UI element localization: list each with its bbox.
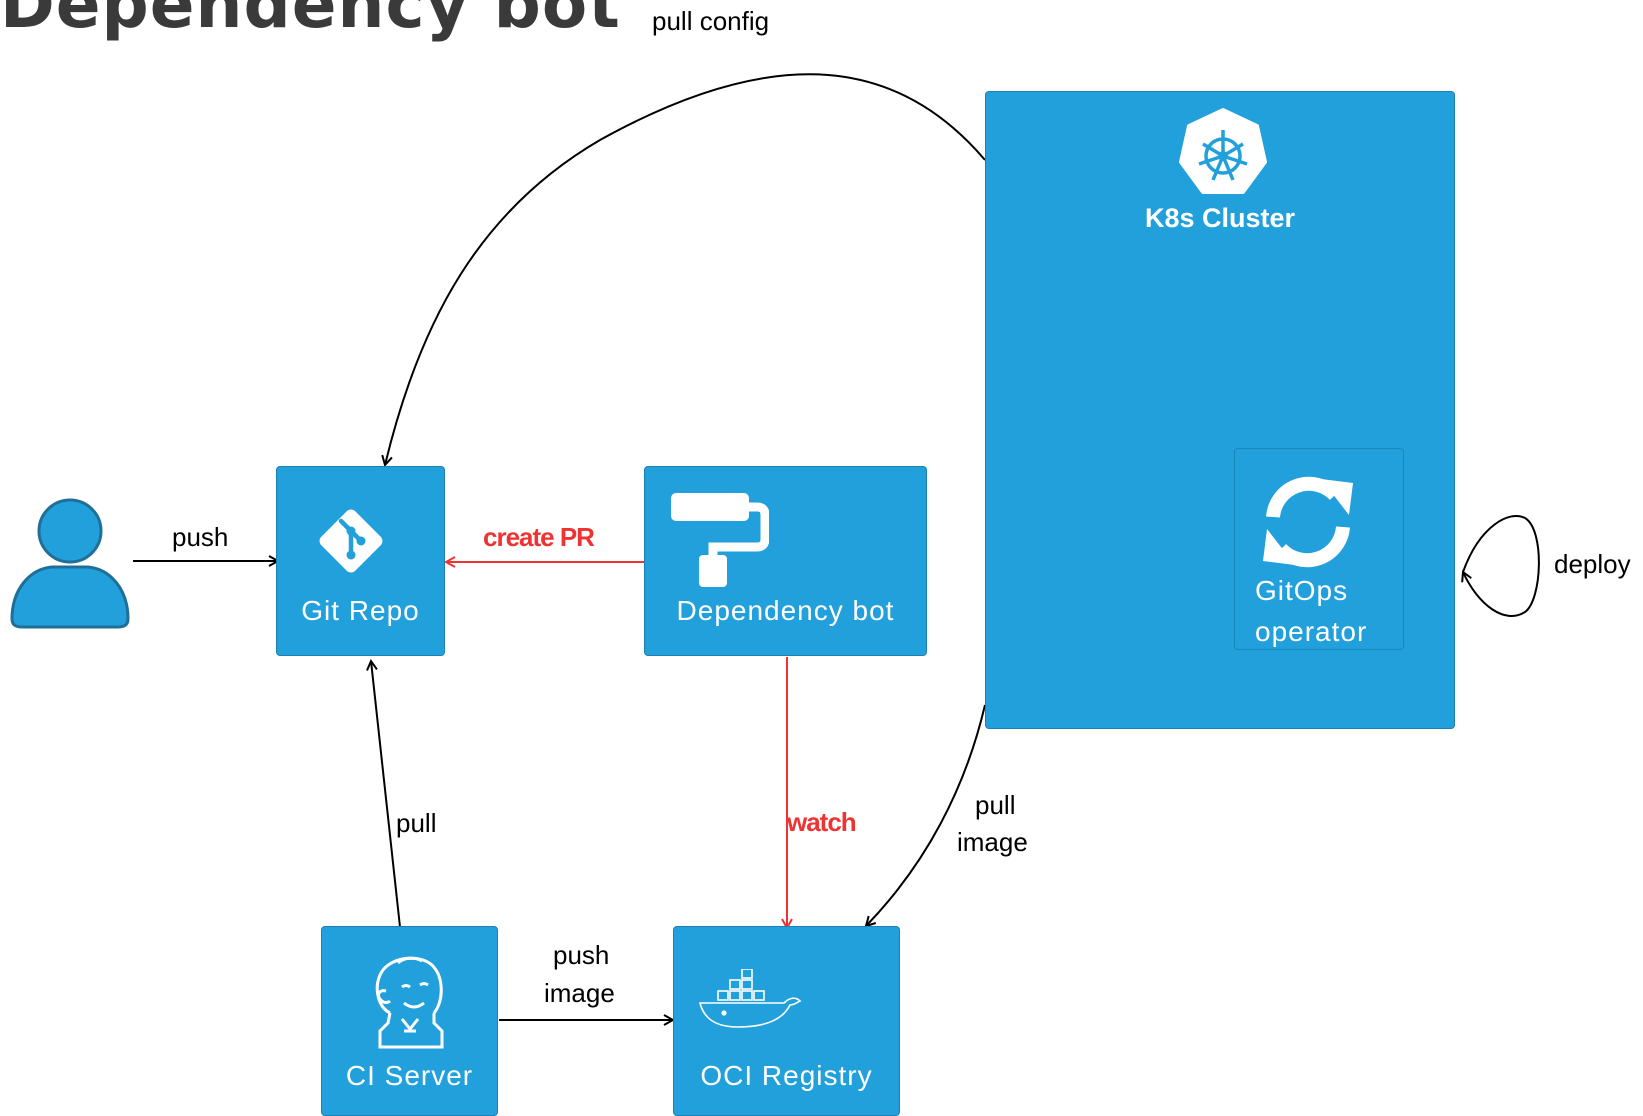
git-repo-node[interactable]: Git Repo	[276, 466, 445, 656]
ci-server-node[interactable]: CI Server	[321, 926, 498, 1116]
edge-label-pull-image-line1: pull	[975, 790, 1016, 820]
edge-label-push-image-line1: push	[553, 940, 610, 970]
edge-label-watch: watch	[787, 807, 857, 837]
edge-label-deploy: deploy	[1554, 549, 1631, 579]
oci-registry-node[interactable]: OCI Registry	[673, 926, 900, 1116]
k8s-cluster-node[interactable]: K8s Cluster GitOps operator	[985, 91, 1455, 729]
kubernetes-icon	[1175, 106, 1271, 200]
jenkins-icon	[364, 951, 456, 1051]
docker-icon	[698, 968, 802, 1029]
git-repo-label: Git Repo	[301, 595, 420, 626]
k8s-cluster-label: K8s Cluster	[1144, 203, 1296, 233]
oci-registry-label: OCI Registry	[700, 1060, 873, 1091]
edge-label-push: push	[172, 522, 229, 552]
edge-label-push-image-line2: image	[544, 978, 615, 1008]
diagram-title: Dependency bot	[0, 0, 621, 43]
user-icon	[8, 497, 132, 629]
paint-roller-icon	[669, 489, 770, 589]
edge-pull-config	[385, 73, 986, 465]
dependency-bot-label: Dependency bot	[676, 595, 895, 626]
edge-label-pull-config: pull config	[652, 6, 770, 36]
edge-pull-image	[866, 704, 986, 926]
gitops-operator-label-line2: operator	[1255, 616, 1368, 647]
edge-label-pull-image-line2: image	[957, 827, 1028, 857]
edge-label-create-pr: create PR	[483, 522, 595, 552]
edge-deploy	[1463, 514, 1540, 617]
dependency-bot-node[interactable]: Dependency bot	[644, 466, 927, 656]
edge-label-pull: pull	[396, 808, 437, 838]
gitops-operator-node[interactable]: GitOps operator	[1234, 448, 1404, 650]
ci-server-label: CI Server	[345, 1060, 474, 1091]
gitops-operator-label-line1: GitOps	[1255, 575, 1349, 606]
git-icon	[313, 503, 389, 579]
sync-icon	[1257, 471, 1359, 573]
edge-pull	[371, 661, 401, 928]
